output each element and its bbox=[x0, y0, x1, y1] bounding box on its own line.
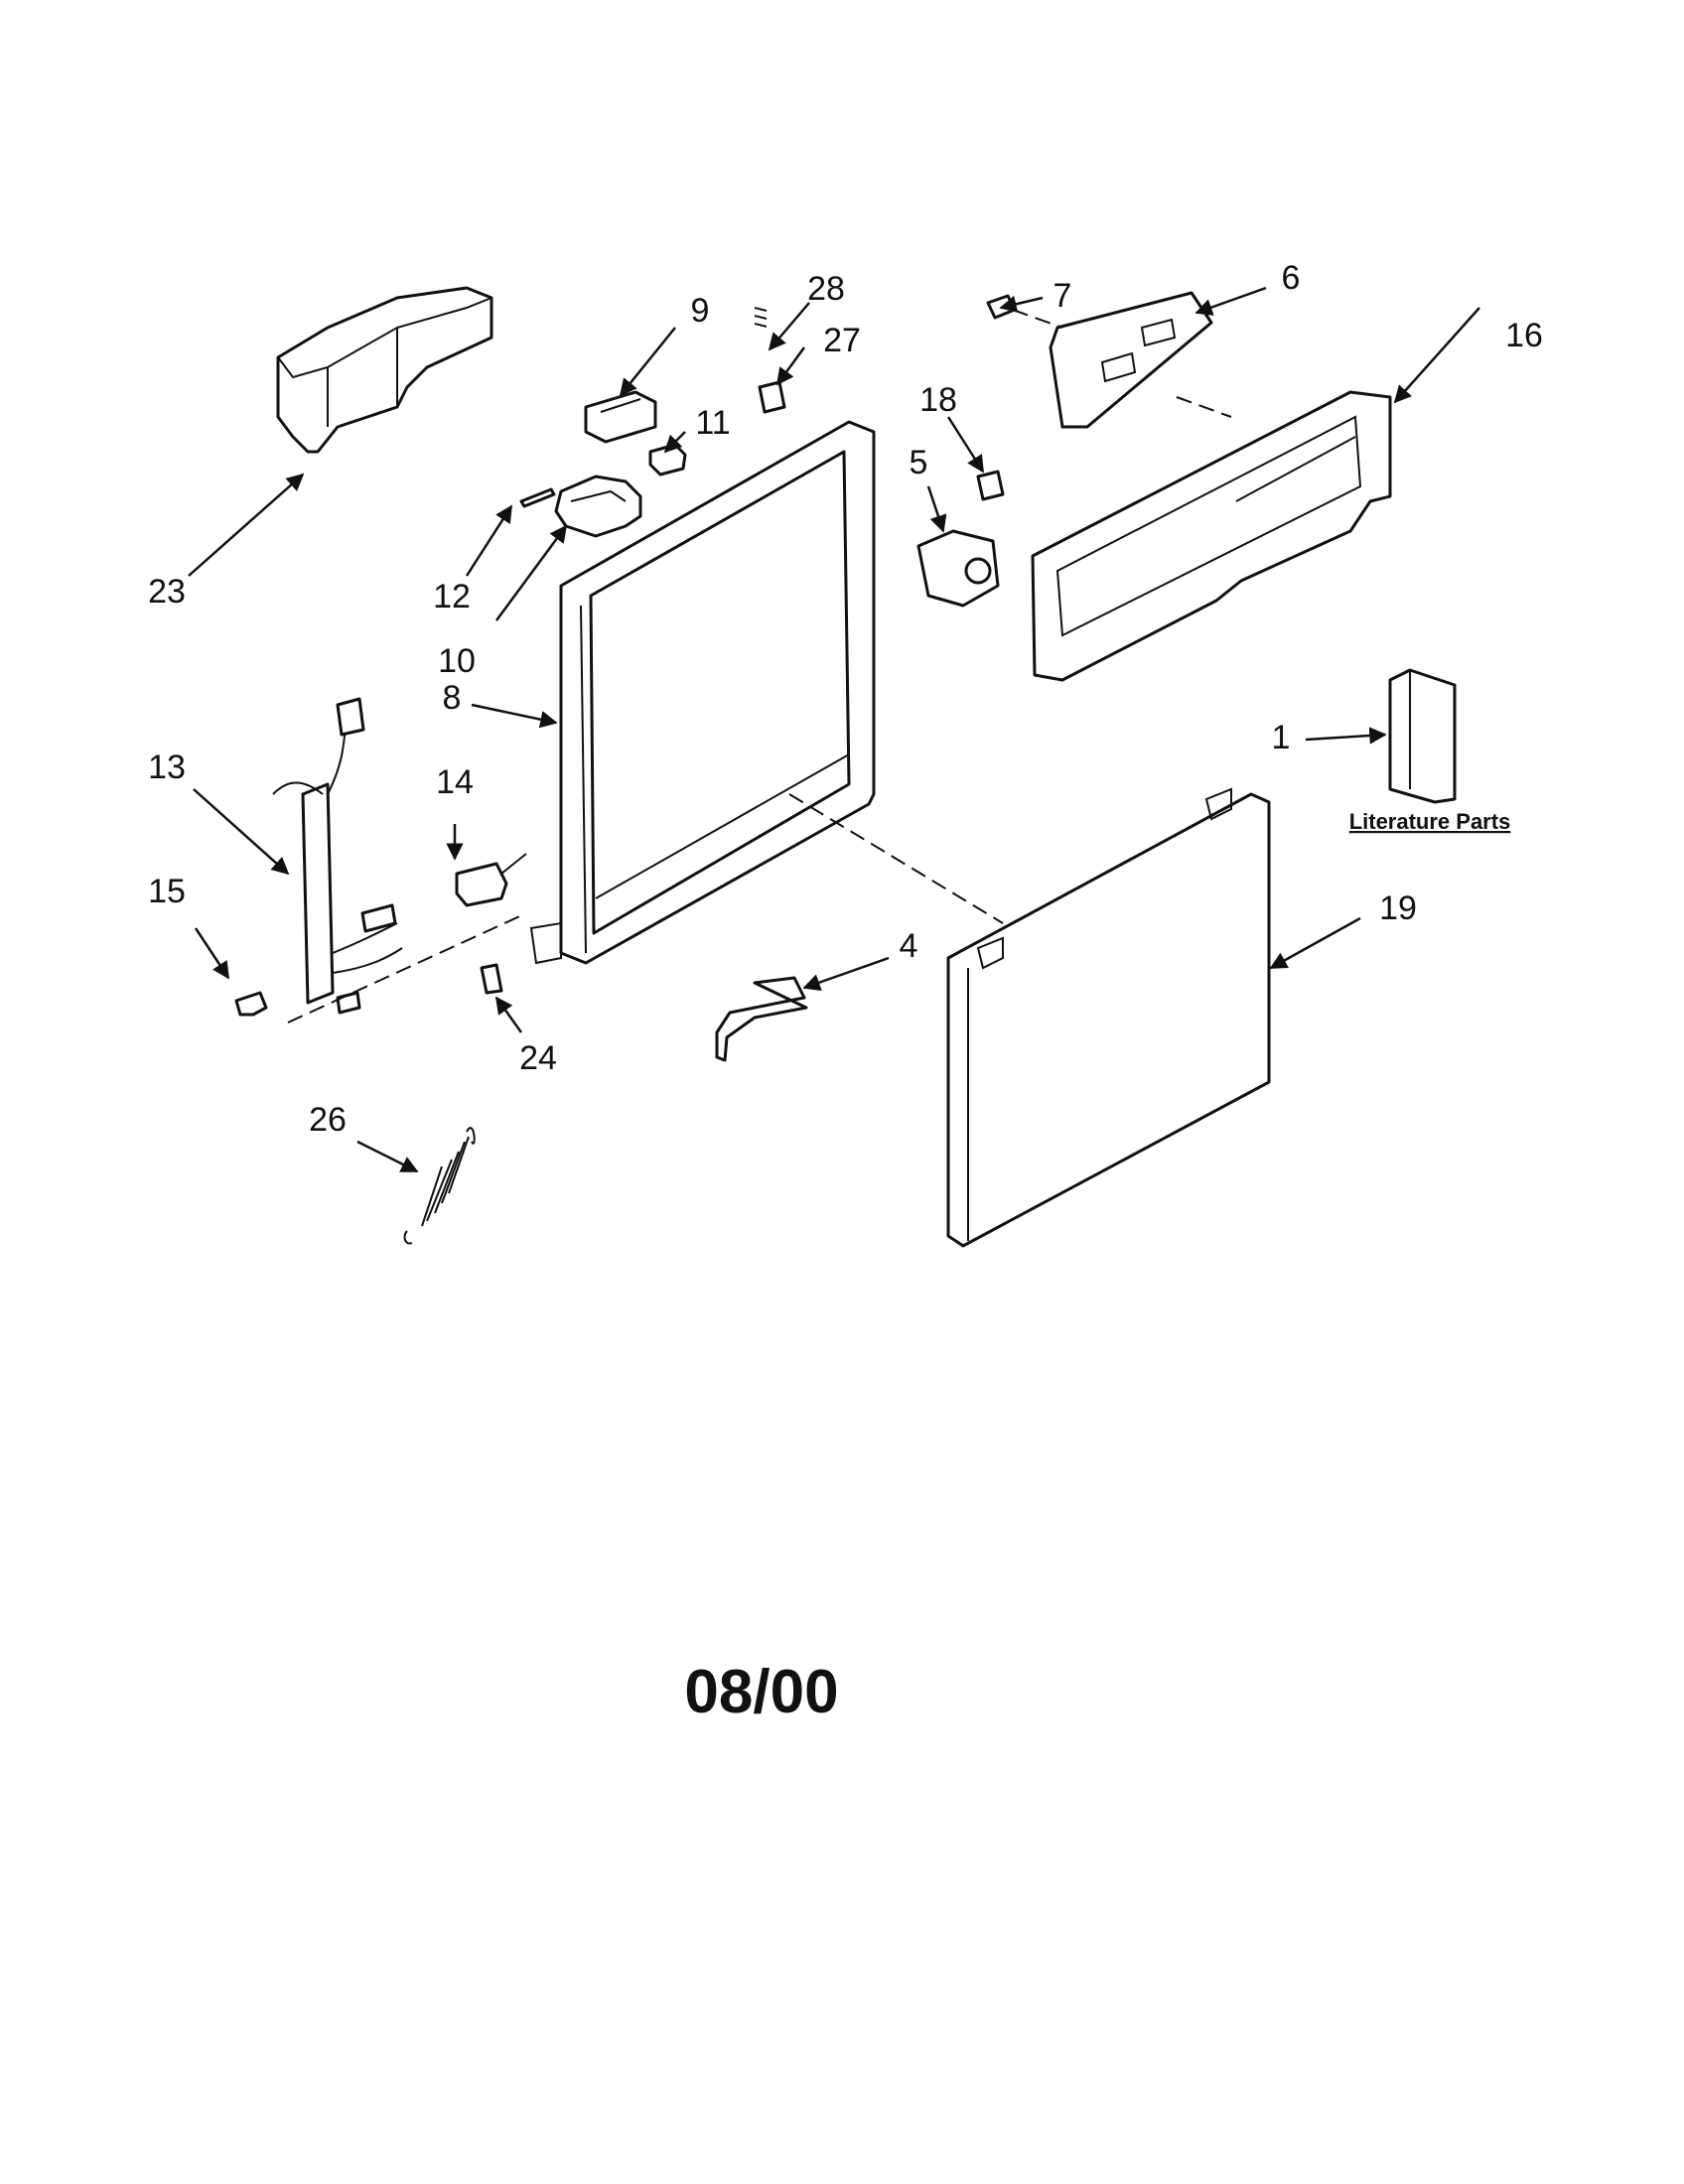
callout-12: 12 bbox=[433, 578, 471, 615]
part-10-latch-housing bbox=[554, 475, 642, 538]
part-5-selector-switch bbox=[916, 529, 1000, 608]
callout-28: 28 bbox=[807, 270, 845, 308]
callout-18: 18 bbox=[919, 381, 957, 419]
callout-24: 24 bbox=[519, 1039, 557, 1077]
callout-13: 13 bbox=[148, 749, 186, 786]
alignment-line-door bbox=[788, 793, 1004, 924]
callout-8: 8 bbox=[443, 679, 462, 717]
callout-26: 26 bbox=[309, 1101, 347, 1139]
callout-6: 6 bbox=[1282, 259, 1301, 297]
callout-4: 4 bbox=[900, 927, 918, 965]
part-9-latch bbox=[584, 390, 657, 444]
alignment-line-harness bbox=[287, 912, 527, 1024]
part-24-clip bbox=[480, 963, 503, 995]
callout-7: 7 bbox=[1053, 277, 1072, 315]
callout-27: 27 bbox=[823, 322, 861, 359]
part-18-switch bbox=[976, 470, 1005, 501]
callout-23: 23 bbox=[148, 573, 186, 611]
callout-16: 16 bbox=[1505, 317, 1543, 354]
callout-1: 1 bbox=[1272, 719, 1291, 756]
part-28-spring bbox=[754, 307, 768, 328]
part-19-outer-door-panel bbox=[946, 787, 1271, 1248]
callout-15: 15 bbox=[148, 873, 186, 910]
part-1-literature-booklet bbox=[1388, 668, 1457, 804]
callout-5: 5 bbox=[910, 444, 928, 481]
part-4-hinge bbox=[715, 976, 808, 1062]
callout-9: 9 bbox=[691, 292, 710, 330]
part-23-top-shield bbox=[276, 286, 493, 454]
callout-11: 11 bbox=[695, 404, 730, 442]
alignment-line-screw bbox=[1012, 309, 1063, 329]
callout-14: 14 bbox=[436, 763, 474, 801]
literature-parts-label: Literature Parts bbox=[1349, 809, 1511, 834]
part-6-control-panel bbox=[1049, 291, 1213, 429]
callout-19: 19 bbox=[1379, 889, 1417, 927]
part-8-door-frame bbox=[529, 420, 876, 965]
part-12-pin bbox=[519, 487, 556, 508]
leader-lines bbox=[188, 286, 1480, 1173]
part-15-screw bbox=[234, 991, 268, 1017]
date-code: 08/00 bbox=[684, 1658, 838, 1726]
part-26-spring bbox=[403, 1127, 476, 1245]
part-16-console bbox=[1031, 390, 1392, 682]
part-13-wire-harness bbox=[272, 697, 403, 1015]
part-27-clip bbox=[758, 380, 786, 414]
part-14-switch bbox=[455, 853, 527, 907]
alignment-line-console bbox=[1176, 396, 1232, 418]
callout-10: 10 bbox=[438, 642, 476, 680]
